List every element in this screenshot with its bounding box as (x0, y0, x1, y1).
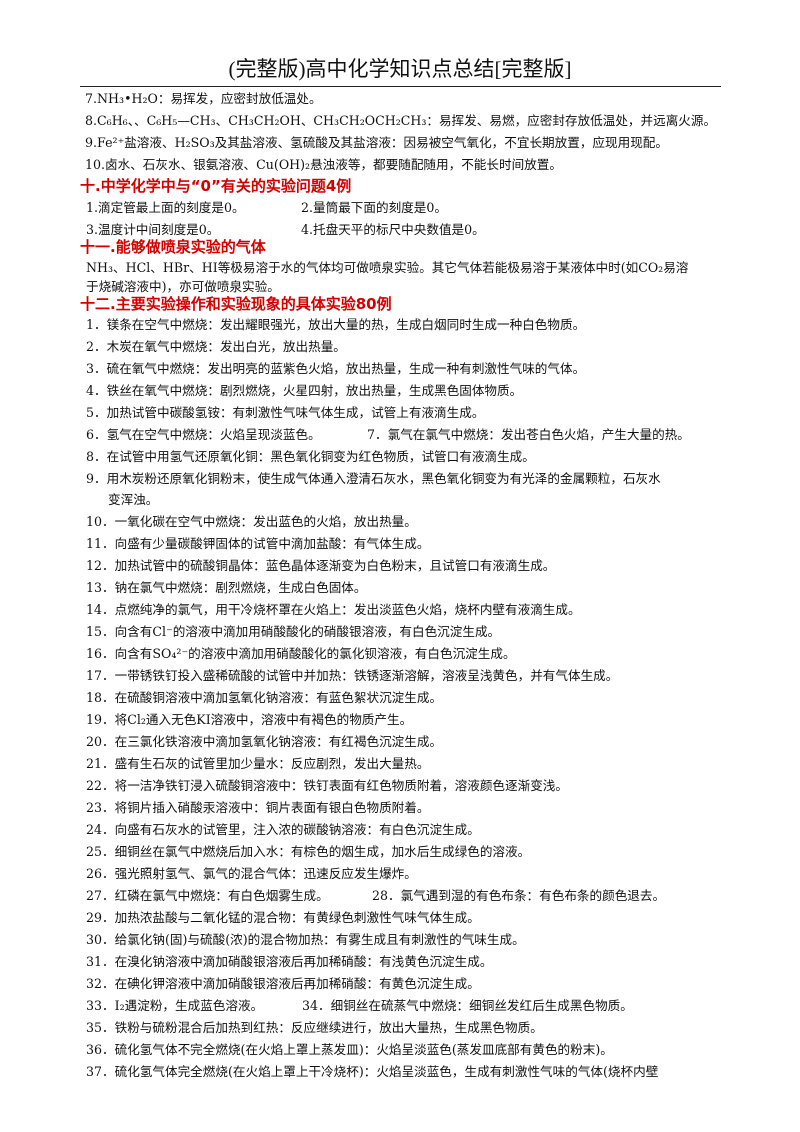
list-item: 18．在硫酸铜溶液中滴加氢氧化钠溶液：有蓝色絮状沉淀生成。 (86, 690, 443, 705)
list-item: 36．硫化氢气体不完全燃烧(在火焰上罩上蒸发皿)：火焰呈淡蓝色(蒸发皿底部有黄色… (86, 1042, 613, 1057)
paragraph-line: 于烧碱溶液中)，亦可做喷泉实验。 (86, 279, 280, 294)
page-title: (完整版)高中化学知识点总结[完整版] (228, 57, 572, 81)
list-item: 11．向盛有少量碳酸钾固体的试管中滴加盐酸：有气体生成。 (86, 536, 430, 551)
list-item: 23．将铜片插入硝酸汞溶液中：铜片表面有银白色物质附着。 (86, 800, 430, 815)
list-item: 2．木炭在氧气中燃烧：发出白光，放出热量。 (86, 339, 346, 354)
list-item: 26．强光照射氢气、氯气的混合气体：迅速反应发生爆炸。 (86, 866, 417, 881)
list-item: 34．细铜丝在硫蒸气中燃烧：细铜丝发红后生成黑色物质。 (302, 998, 633, 1013)
list-item: 20．在三氯化铁溶液中滴加氢氧化钠溶液：有红褐色沉淀生成。 (86, 734, 443, 749)
section-heading-12: 十二.主要实验操作和实验现象的具体实验80例 (80, 295, 392, 313)
section-heading-10: 十.中学化学中与“0”有关的实验问题4例 (80, 177, 352, 195)
list-item: 10．一氧化碳在空气中燃烧：发出蓝色的火焰，放出热量。 (86, 514, 417, 529)
list-item: 29．加热浓盐酸与二氧化锰的混合物：有黄绿色刺激性气味气体生成。 (86, 910, 480, 925)
list-item: 31．在溴化钠溶液中滴加硝酸银溶液后再加稀硝酸：有浅黄色沉淀生成。 (86, 954, 493, 969)
list-item: 27．红磷在氯气中燃烧：有白色烟雾生成。 (86, 888, 329, 903)
list-item: 25．细铜丝在氯气中燃烧后加入水：有棕色的烟生成，加水后生成绿色的溶液。 (86, 844, 531, 859)
list-item: 9．用木炭粉还原氧化铜粉末，使生成气体通入澄清石灰水，黑色氧化铜变为有光泽的金属… (86, 471, 661, 486)
list-item: 6．氢气在空气中燃烧：火焰呈现淡蓝色。 (86, 427, 321, 442)
list-item: 1．镁条在空气中燃烧：发出耀眼强光，放出大量的热，生成白烟同时生成一种白色物质。 (86, 317, 586, 332)
list-item: 5．加热试管中碳酸氢铵：有刺激性气味气体生成，试管上有液滴生成。 (86, 405, 485, 420)
intro-item: 7.NH₃•H₂O：易挥发，应密封放低温处。 (85, 91, 322, 106)
intro-item: 10.卤水、石灰水、银氨溶液、Cu(OH)₂悬浊液等，都要随配随用，不能长时间放… (85, 157, 562, 172)
list-item: 7．氯气在氯气中燃烧：发出苍白色火焰，产生大量的热。 (367, 427, 690, 442)
intro-item: 9.Fe²⁺盐溶液、H₂SO₃及其盐溶液、氢硫酸及其盐溶液：因易被空气氧化，不宜… (85, 135, 668, 150)
list-item: 17．一带锈铁钉投入盛稀硫酸的试管中并加热：铁锈逐渐溶解，溶液呈浅黄色，并有气体… (86, 668, 619, 683)
list-item: 1.滴定管最上面的刻度是0。 (86, 200, 245, 215)
list-item: 35．铁粉与硫粉混合后加热到红热：反应继续进行，放出大量热，生成黑色物质。 (86, 1020, 543, 1035)
list-item: 16．向含有SO₄²⁻的溶液中滴加用硝酸酸化的氯化钡溶液，有白色沉淀生成。 (86, 646, 516, 661)
list-item: 22．将一洁净铁钉浸入硫酸铜溶液中：铁钉表面有红色物质附着，溶液颜色逐渐变浅。 (86, 778, 568, 793)
list-item: 32．在碘化钾溶液中滴加硝酸银溶液后再加稀硝酸：有黄色沉淀生成。 (86, 976, 480, 991)
list-item: 14．点燃纯净的氯气，用干冷烧杯罩在火焰上：发出淡蓝色火焰，烧杯内壁有液滴生成。 (86, 602, 581, 617)
list-item-continuation: 变浑浊。 (108, 492, 159, 507)
list-item: 28．氯气遇到湿的有色布条：有色布条的颜色退去。 (372, 888, 666, 903)
list-item: 30．给氯化钠(固)与硫酸(浓)的混合物加热：有雾生成且有刺激性的气味生成。 (86, 932, 525, 947)
list-item: 4．铁丝在氧气中燃烧：剧烈燃烧，火星四射，放出热量，生成黑色固体物质。 (86, 383, 523, 398)
list-item: 13．钠在氯气中燃烧：剧烈燃烧，生成白色固体。 (86, 580, 367, 595)
list-item: 19．将Cl₂通入无色KI溶液中，溶液中有褐色的物质产生。 (86, 712, 413, 727)
intro-item: 8.C₆H₆、、C₆H₅—CH₃、CH₃CH₂OH、CH₃CH₂OCH₂CH₃：… (85, 113, 717, 128)
paragraph-line: NH₃、HCl、HBr、HI等极易溶于水的气体均可做喷泉实验。其它气体若能极易溶… (86, 260, 689, 275)
section-heading-11: 十一.能够做喷泉实验的气体 (80, 238, 266, 256)
list-item: 12．加热试管中的硫酸铜晶体：蓝色晶体逐渐变为白色粉末，且试管口有液滴生成。 (86, 558, 556, 573)
list-item: 21．盛有生石灰的试管里加少量水：反应剧烈，发出大量热。 (86, 756, 430, 771)
list-item: 24．向盛有石灰水的试管里，注入浓的碳酸钠溶液：有白色沉淀生成。 (86, 822, 480, 837)
list-item: 8．在试管中用氢气还原氧化铜：黑色氧化铜变为红色物质，试管口有液滴生成。 (86, 449, 535, 464)
header-divider (80, 86, 721, 87)
list-item: 2.量筒最下面的刻度是0。 (301, 200, 447, 215)
list-item: 33．I₂遇淀粉，生成蓝色溶液。 (86, 998, 264, 1013)
list-item: 3.温度计中间刻度是0。 (86, 222, 220, 237)
list-item: 4.托盘天平的标尺中央数值是0。 (301, 222, 485, 237)
list-item: 15．向含有Cl⁻的溶液中滴加用硝酸酸化的硝酸银溶液，有白色沉淀生成。 (86, 624, 501, 639)
list-item: 3．硫在氧气中燃烧：发出明亮的蓝紫色火焰，放出热量，生成一种有刺激性气味的气体。 (86, 361, 586, 376)
list-item: 37．硫化氢气体完全燃烧(在火焰上罩上干冷烧杯)：火焰呈淡蓝色，生成有刺激性气味… (86, 1064, 659, 1079)
